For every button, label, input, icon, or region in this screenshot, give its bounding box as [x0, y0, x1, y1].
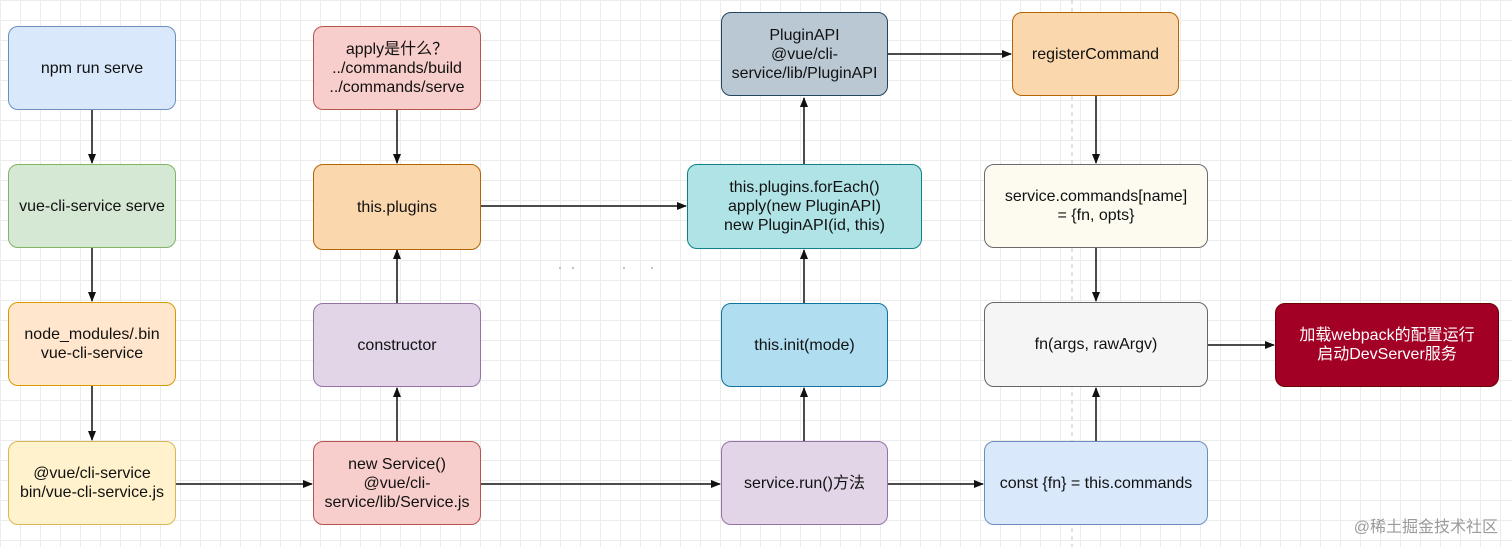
node-service-run[interactable]: service.run()方法: [721, 441, 888, 525]
node-node-modules-bin[interactable]: node_modules/.bin vue-cli-service: [8, 302, 176, 386]
node-plugins-foreach[interactable]: this.plugins.forEach() apply(new PluginA…: [687, 164, 922, 249]
node-service-commands[interactable]: service.commands[name] = {fn, opts}: [984, 164, 1208, 248]
node-npm-run-serve[interactable]: npm run serve: [8, 26, 176, 110]
node-apply-question[interactable]: apply是什么？ ../commands/build ../commands/…: [313, 26, 481, 110]
node-plugin-api[interactable]: PluginAPI @vue/cli- service/lib/PluginAP…: [721, 12, 888, 96]
node-const-fn[interactable]: const {fn} = this.commands: [984, 441, 1208, 525]
node-new-service[interactable]: new Service() @vue/cli- service/lib/Serv…: [313, 441, 481, 525]
node-constructor[interactable]: constructor: [313, 303, 481, 387]
node-register-command[interactable]: registerCommand: [1012, 12, 1179, 96]
watermark-text: @稀土掘金技术社区: [1353, 519, 1498, 536]
node-load-webpack[interactable]: 加载webpack的配置运行 启动DevServer服务: [1275, 303, 1499, 387]
node-fn-args[interactable]: fn(args, rawArgv): [984, 302, 1208, 387]
node-this-init[interactable]: this.init(mode): [721, 303, 888, 387]
node-vue-cli-service-js[interactable]: @vue/cli-service bin/vue-cli-service.js: [8, 441, 176, 525]
node-this-plugins[interactable]: this.plugins: [313, 164, 481, 250]
node-vue-cli-service-serve[interactable]: vue-cli-service serve: [8, 164, 176, 248]
stray-dots: [559, 267, 653, 269]
